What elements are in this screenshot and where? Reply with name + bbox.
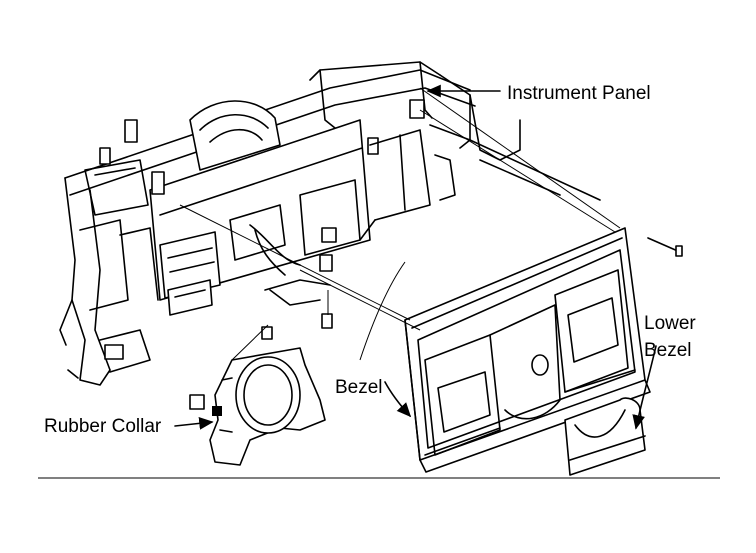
rubber-collar-bracket [189, 347, 326, 466]
dashboard-structure [59, 61, 601, 386]
label-bezel: Bezel [335, 377, 383, 398]
bezel-frame [404, 227, 651, 473]
screw [647, 237, 683, 257]
lower-bezel [564, 397, 646, 476]
label-lower-line1: Lower [644, 313, 696, 334]
label-lower-line2: Bezel [644, 340, 692, 361]
alignment-lines [179, 87, 621, 361]
label-rubber-collar: Rubber Collar [44, 416, 162, 437]
leader-arrows [174, 84, 657, 430]
label-instrument-panel: Instrument Panel [507, 83, 651, 104]
